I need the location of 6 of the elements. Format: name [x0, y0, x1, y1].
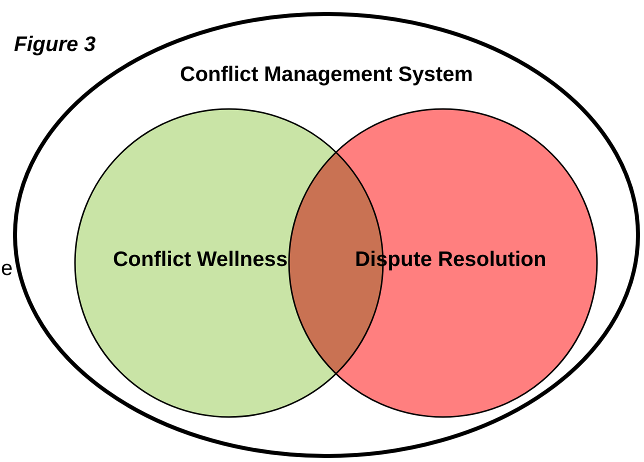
venn-circle	[289, 109, 597, 417]
system-ellipse	[15, 14, 638, 456]
system-label: Conflict Management System	[179, 62, 474, 88]
circle-label: Conflict Wellness	[113, 247, 288, 273]
text-fragment: e	[1, 256, 13, 282]
figure-label: Figure 3	[14, 32, 96, 58]
